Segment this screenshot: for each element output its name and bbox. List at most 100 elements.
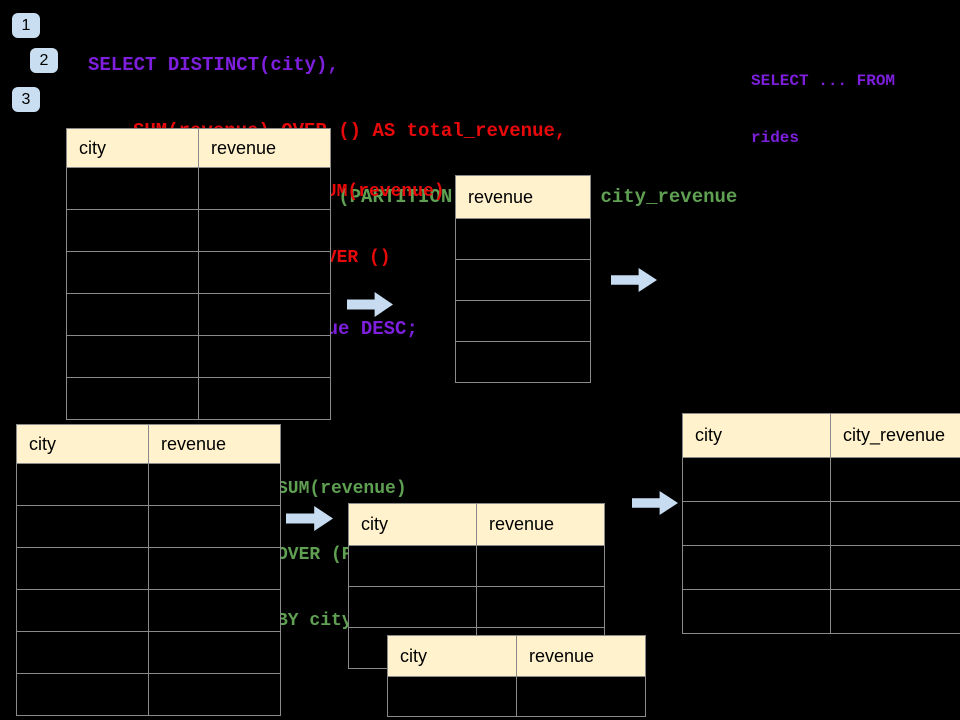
table-row: [16, 547, 281, 590]
side-note-line-2: rides: [751, 129, 800, 147]
empty-cell: [455, 259, 591, 301]
annotation-total-line-1: SUM(revenue): [315, 182, 445, 202]
arrow-right-icon: [632, 491, 678, 515]
table-header-row: city revenue: [16, 424, 281, 464]
table-header-row: city revenue: [66, 128, 331, 168]
empty-cell: [455, 300, 591, 342]
table-row: [66, 377, 331, 420]
column-header-revenue: revenue: [516, 635, 646, 677]
table-row: [16, 505, 281, 548]
table-partition-front: city revenue: [387, 635, 646, 717]
empty-cell: [148, 547, 281, 590]
table-header-row: revenue: [455, 175, 591, 219]
empty-cell: [455, 218, 591, 260]
column-header-city: city: [682, 413, 831, 458]
empty-cell: [387, 676, 517, 717]
table-row: [348, 545, 605, 587]
empty-cell: [830, 589, 960, 634]
empty-cell: [66, 251, 199, 294]
empty-cell: [66, 293, 199, 336]
table-header-row: city revenue: [387, 635, 646, 677]
table-row: [387, 676, 646, 717]
table-row: [66, 251, 331, 294]
empty-cell: [66, 335, 199, 378]
column-header-city: city: [387, 635, 517, 677]
empty-cell: [198, 377, 331, 420]
table-row: [455, 300, 591, 342]
table-header-row: city city_revenue: [682, 413, 960, 458]
empty-cell: [682, 589, 831, 634]
empty-cell: [455, 341, 591, 383]
empty-cell: [198, 335, 331, 378]
sql-line-select: SELECT DISTINCT(city),: [88, 54, 339, 76]
table-row: [682, 501, 960, 546]
annotation-total-revenue: SUM(revenue) OVER (): [315, 137, 445, 313]
empty-cell: [476, 586, 605, 628]
empty-cell: [66, 209, 199, 252]
table-row: [682, 545, 960, 590]
annotation-partition-line-1: SUM(revenue): [277, 479, 407, 499]
table-total-revenue: revenue: [455, 175, 591, 383]
column-header-revenue: revenue: [455, 175, 591, 219]
column-header-city: city: [66, 128, 199, 168]
empty-cell: [148, 505, 281, 548]
empty-cell: [16, 505, 149, 548]
table-partition-back: city revenue: [348, 503, 605, 669]
empty-cell: [682, 501, 831, 546]
side-note: SELECT ... FROM rides: [751, 34, 895, 186]
table-result: city city_revenue: [682, 413, 960, 634]
empty-cell: [148, 463, 281, 506]
empty-cell: [16, 589, 149, 632]
step-badge-1: 1: [12, 13, 40, 38]
table-row: [16, 463, 281, 506]
column-header-city: city: [348, 503, 477, 546]
empty-cell: [16, 463, 149, 506]
table-row: [16, 589, 281, 632]
table-row: [455, 341, 591, 383]
step-badge-3: 3: [12, 87, 40, 112]
table-row: [682, 457, 960, 502]
table-row: [16, 673, 281, 716]
annotation-total-line-2: OVER (): [315, 248, 391, 268]
empty-cell: [16, 673, 149, 716]
table-row: [455, 259, 591, 301]
column-header-revenue: revenue: [476, 503, 605, 546]
side-note-line-1: SELECT ... FROM: [751, 72, 896, 90]
table-row: [682, 589, 960, 634]
empty-cell: [198, 293, 331, 336]
table-rides-source-repeat: city revenue: [16, 424, 281, 716]
empty-cell: [16, 631, 149, 674]
empty-cell: [348, 545, 477, 587]
table-rides-source: city revenue: [66, 128, 331, 420]
table-row: [455, 218, 591, 260]
table-row: [348, 586, 605, 628]
empty-cell: [66, 377, 199, 420]
column-header-revenue: revenue: [198, 128, 331, 168]
empty-cell: [516, 676, 646, 717]
empty-cell: [830, 545, 960, 590]
step-badge-2: 2: [30, 48, 58, 73]
empty-cell: [198, 167, 331, 210]
table-row: [66, 335, 331, 378]
column-header-revenue: revenue: [148, 424, 281, 464]
empty-cell: [476, 545, 605, 587]
table-header-row: city revenue: [348, 503, 605, 546]
empty-cell: [198, 209, 331, 252]
table-row: [66, 293, 331, 336]
empty-cell: [148, 631, 281, 674]
empty-cell: [148, 673, 281, 716]
empty-cell: [198, 251, 331, 294]
empty-cell: [148, 589, 281, 632]
empty-cell: [348, 586, 477, 628]
table-row: [16, 631, 281, 674]
table-row: [66, 167, 331, 210]
column-header-city-revenue: city_revenue: [830, 413, 960, 458]
empty-cell: [16, 547, 149, 590]
empty-cell: [66, 167, 199, 210]
empty-cell: [830, 457, 960, 502]
empty-cell: [682, 457, 831, 502]
table-row: [66, 209, 331, 252]
column-header-city: city: [16, 424, 149, 464]
empty-cell: [830, 501, 960, 546]
